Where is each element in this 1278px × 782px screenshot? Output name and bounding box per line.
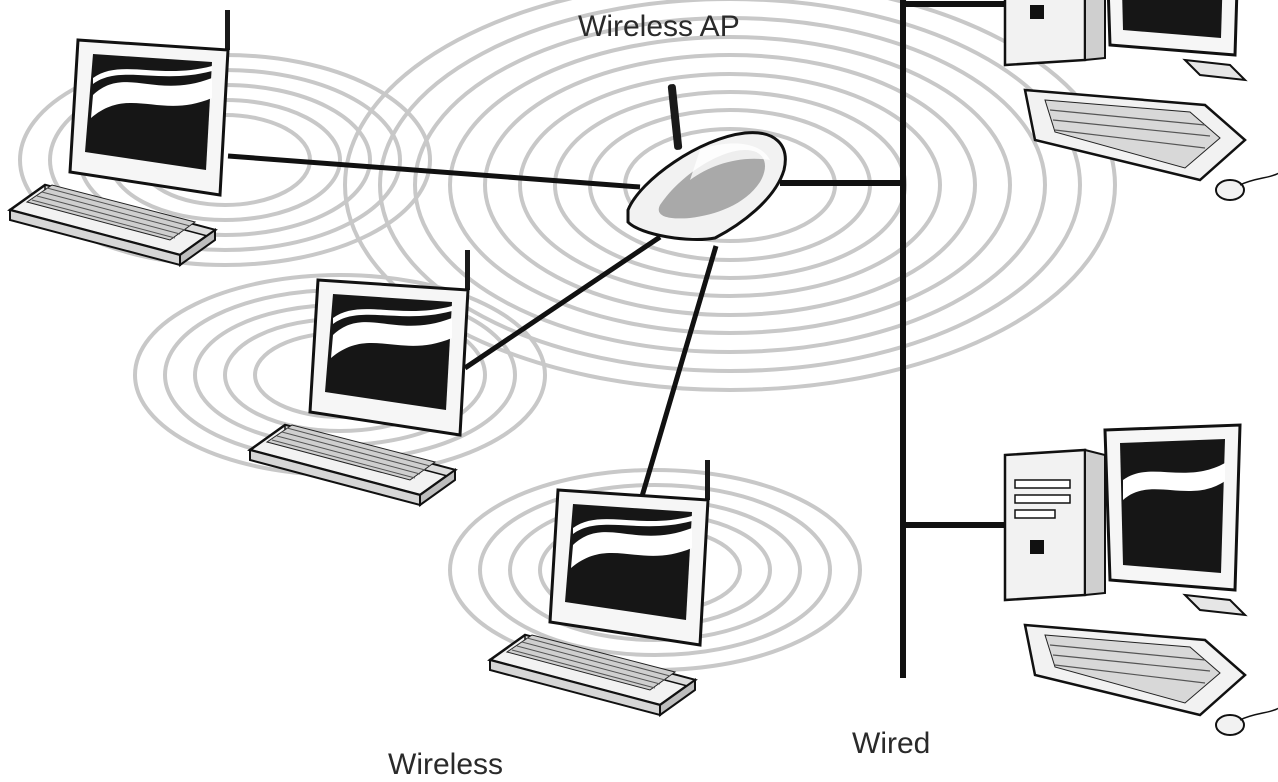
link-laptop-1 xyxy=(227,153,641,190)
laptop-icon xyxy=(488,458,712,717)
network-diagram xyxy=(8,0,1278,737)
wired-backbone xyxy=(780,0,1005,678)
wired-label: Wired xyxy=(852,727,931,760)
wireless-ap-label: Wireless AP xyxy=(578,10,740,43)
desktop-computer-icon xyxy=(1003,423,1278,737)
laptop-icon xyxy=(8,8,232,267)
desktop-computer-icon xyxy=(1003,0,1278,202)
access-point-icon xyxy=(626,84,787,242)
link-laptop-3 xyxy=(632,245,719,521)
wireless-label: Wireless xyxy=(388,748,504,781)
laptop-icon xyxy=(248,248,472,507)
link-laptop-2 xyxy=(463,234,662,371)
wireless-links xyxy=(227,153,719,521)
